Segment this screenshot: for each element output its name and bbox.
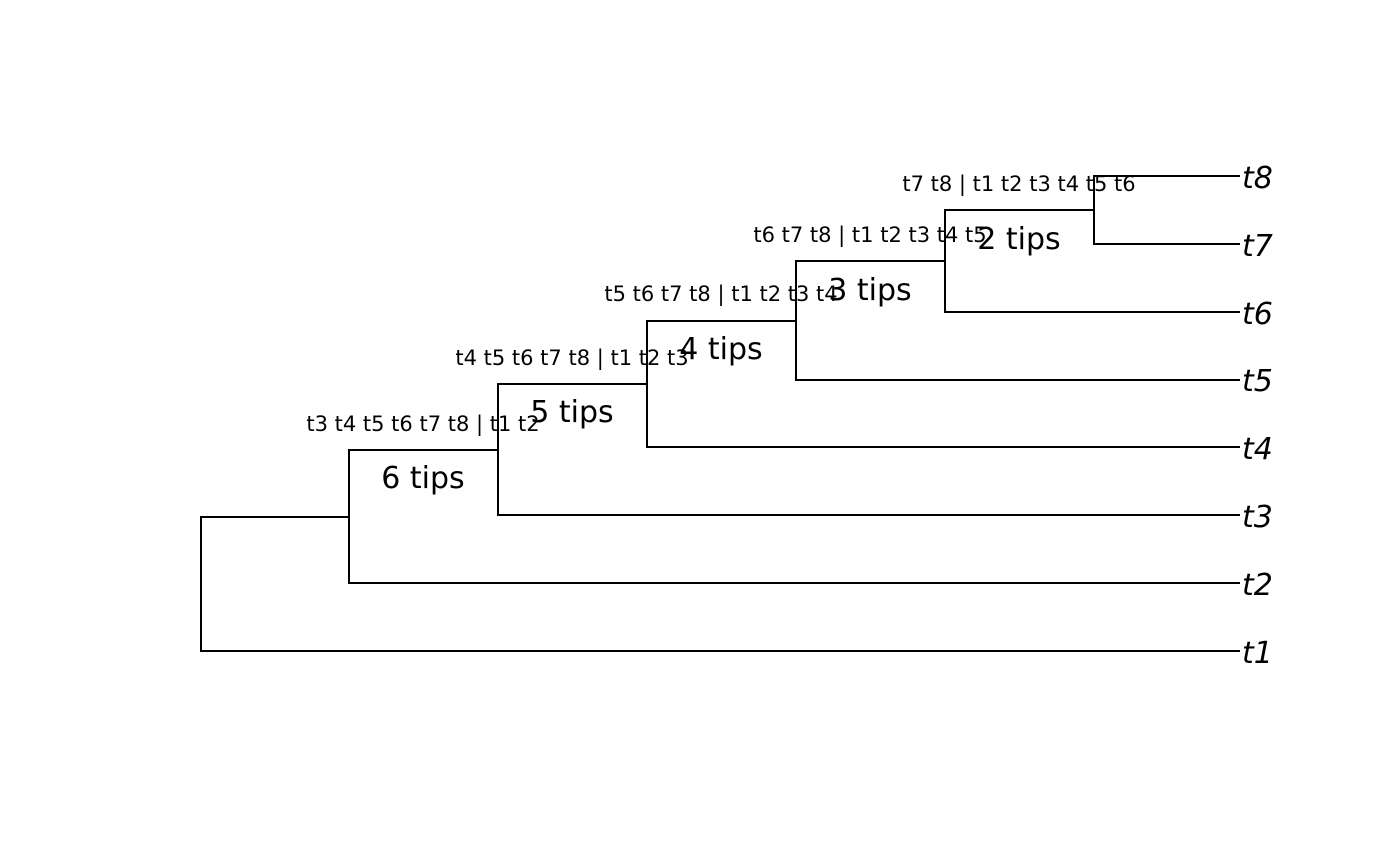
node-3-tips-bracket (795, 260, 1240, 381)
split-label-node-6-tips: t3 t4 t5 t6 t7 t8 | t1 t2 (306, 412, 539, 437)
node-6-tips-bracket (348, 449, 1240, 584)
root-branch-bracket (200, 516, 1240, 652)
tip-count-label-node-2: 2 tips (977, 222, 1060, 257)
node-4-tips-bracket (646, 320, 1240, 448)
tip-label-t1: t1 (1242, 636, 1273, 671)
node-2-tips-bracket (944, 209, 1240, 313)
cherry-t8-t7-bracket (1093, 175, 1240, 245)
tip-count-label-node-6: 6 tips (381, 461, 464, 496)
split-label-node-2-tips: t7 t8 | t1 t2 t3 t4 t5 t6 (902, 172, 1135, 197)
tip-label-t6: t6 (1242, 297, 1273, 332)
split-label-node-4-tips: t5 t6 t7 t8 | t1 t2 t3 t4 (604, 282, 837, 307)
tip-count-label-node-4: 4 tips (679, 332, 762, 367)
tip-label-t5: t5 (1242, 364, 1273, 399)
tip-label-t2: t2 (1242, 568, 1273, 603)
tip-label-t7: t7 (1242, 229, 1273, 264)
split-label-node-3-tips: t6 t7 t8 | t1 t2 t3 t4 t5 (753, 223, 986, 248)
tip-label-t3: t3 (1242, 500, 1273, 535)
tip-count-label-node-3: 3 tips (828, 273, 911, 308)
tip-count-label-node-5: 5 tips (530, 395, 613, 430)
tip-label-t8: t8 (1242, 161, 1273, 196)
split-label-node-5-tips: t4 t5 t6 t7 t8 | t1 t2 t3 (455, 346, 688, 371)
tip-label-t4: t4 (1242, 432, 1273, 467)
node-5-tips-bracket (497, 383, 1240, 516)
